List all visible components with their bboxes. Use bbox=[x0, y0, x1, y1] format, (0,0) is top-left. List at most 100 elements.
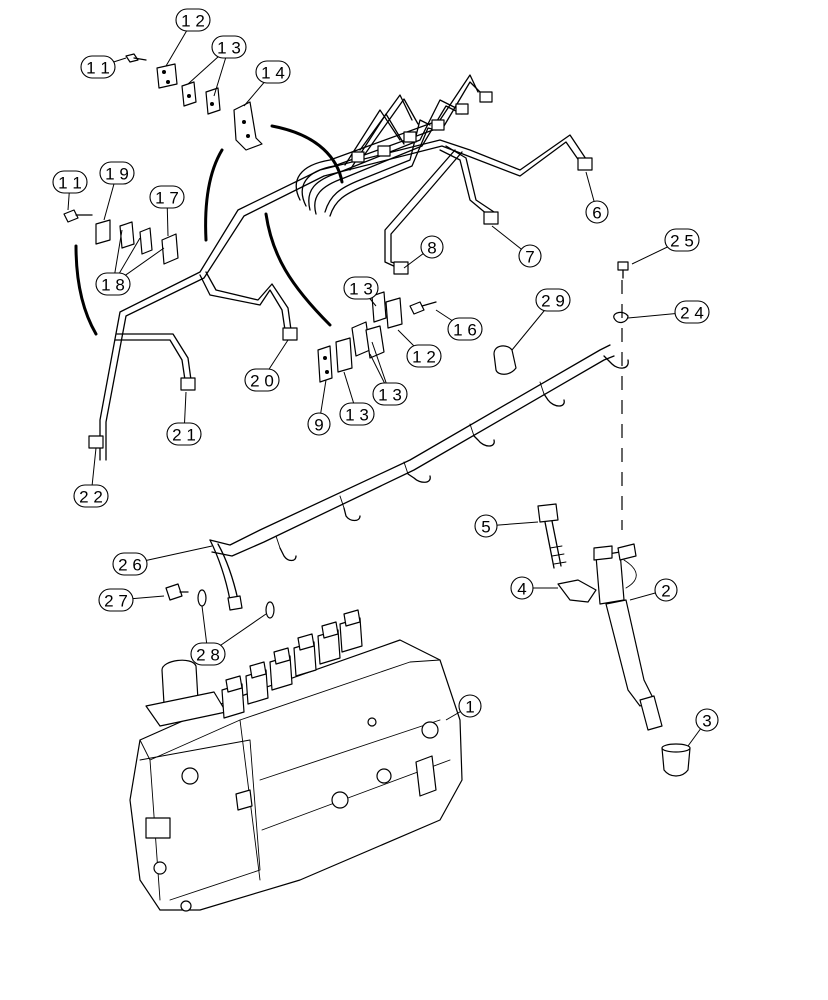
callout-number: 8 bbox=[427, 239, 436, 258]
callout-number: 2 9 bbox=[541, 292, 565, 311]
banjo-bolt-washers bbox=[165, 583, 275, 619]
callout-c18: 2 0 bbox=[244, 339, 289, 392]
callout-c29: 2 8 bbox=[190, 605, 267, 666]
callout-number: 1 3 bbox=[345, 406, 369, 425]
callout-bubble bbox=[474, 514, 498, 538]
callout-bubble bbox=[339, 402, 375, 426]
callout-bubble bbox=[372, 382, 408, 406]
callout-bubble bbox=[664, 228, 700, 252]
callout-c12: 2 5 bbox=[631, 228, 700, 265]
callout-bubble bbox=[99, 161, 135, 185]
callout-number: 2 4 bbox=[680, 304, 704, 323]
callout-bubble bbox=[695, 708, 719, 732]
callout-c22: 2 1 bbox=[166, 391, 202, 446]
callout-c31: 3 bbox=[687, 708, 719, 747]
clamp-hardware-middle bbox=[317, 261, 629, 383]
callout-number: 1 6 bbox=[453, 321, 477, 340]
callout-c20: 1 3 bbox=[339, 371, 375, 426]
callout-number: 1 9 bbox=[105, 165, 129, 184]
callout-bubble bbox=[98, 588, 134, 612]
callout-number: 1 2 bbox=[412, 348, 436, 367]
callout-bubble bbox=[307, 412, 331, 436]
callout-bubble bbox=[190, 642, 226, 666]
callout-number: 1 3 bbox=[378, 386, 402, 405]
callout-bubble bbox=[518, 244, 542, 268]
callout-c2: 1 2 bbox=[165, 8, 211, 67]
callout-c5: 1 1 bbox=[52, 170, 88, 211]
callout-bubble bbox=[406, 344, 442, 368]
callout-bubble bbox=[211, 35, 247, 59]
callout-bubble bbox=[175, 8, 211, 32]
callout-bubble bbox=[149, 185, 185, 209]
callout-number: 5 bbox=[481, 518, 490, 537]
callout-number: 3 bbox=[702, 712, 711, 731]
callout-bubble bbox=[112, 552, 148, 576]
callout-c30: 1 bbox=[445, 694, 482, 721]
callout-number: 1 3 bbox=[349, 280, 373, 299]
callout-bubble bbox=[95, 272, 131, 296]
callout-c4: 1 4 bbox=[243, 60, 291, 107]
callout-number: 2 2 bbox=[79, 488, 103, 507]
callout-c13: 2 4 bbox=[627, 300, 710, 324]
callout-number: 1 3 bbox=[217, 39, 241, 58]
callout-bubble bbox=[447, 317, 483, 341]
callout-c23: 2 2 bbox=[73, 447, 109, 508]
callout-c9: 6 bbox=[585, 171, 609, 224]
callout-c21: 9 bbox=[307, 379, 331, 436]
callout-bubble bbox=[458, 694, 482, 718]
callout-number: 1 1 bbox=[58, 174, 82, 193]
callout-c24: 5 bbox=[474, 514, 539, 538]
callout-c11: 8 bbox=[403, 235, 444, 269]
callout-number: 6 bbox=[592, 204, 601, 223]
clamp-hardware-upper bbox=[63, 53, 263, 265]
callout-number: 1 4 bbox=[261, 64, 285, 83]
callout-c15: 1 6 bbox=[435, 309, 483, 341]
callout-number: 2 6 bbox=[118, 556, 142, 575]
callout-number: 1 7 bbox=[155, 189, 179, 208]
callout-bubble bbox=[654, 578, 678, 602]
callout-c28: 2 7 bbox=[98, 588, 165, 612]
callout-bubble bbox=[420, 235, 444, 259]
callout-bubble bbox=[255, 60, 291, 84]
leak-off-rail bbox=[209, 344, 629, 611]
callout-c27: 2 bbox=[629, 578, 678, 602]
clamp-indicator-arcs bbox=[74, 124, 344, 336]
callout-number: 1 2 bbox=[181, 12, 205, 31]
callout-number: 1 bbox=[465, 698, 474, 717]
callout-bubble bbox=[166, 422, 202, 446]
callout-c1: 1 1 bbox=[80, 55, 127, 79]
callout-c26: 4 bbox=[510, 576, 558, 600]
injection-pump bbox=[129, 609, 463, 912]
callout-c19: 1 3 bbox=[369, 341, 408, 406]
callout-number: 4 bbox=[517, 580, 526, 599]
callout-c16: 2 9 bbox=[511, 288, 571, 351]
callout-number: 1 8 bbox=[101, 276, 125, 295]
injection-lines bbox=[88, 74, 593, 461]
callout-c8: 1 8 bbox=[95, 229, 165, 296]
callout-number: 9 bbox=[314, 416, 323, 435]
callout-number: 7 bbox=[525, 248, 534, 267]
callout-bubble bbox=[73, 484, 109, 508]
callout-number: 2 0 bbox=[250, 372, 274, 391]
callout-number: 2 7 bbox=[104, 592, 128, 611]
callout-c17: 1 2 bbox=[397, 329, 442, 368]
callout-bubble bbox=[535, 288, 571, 312]
callout-number: 2 8 bbox=[196, 646, 220, 665]
callout-c14: 1 3 bbox=[343, 276, 379, 307]
callout-c25: 2 6 bbox=[112, 545, 213, 576]
fuel-injector bbox=[537, 503, 691, 777]
callout-number: 1 1 bbox=[86, 59, 110, 78]
callout-bubble bbox=[510, 576, 534, 600]
callout-c6: 1 9 bbox=[99, 161, 135, 221]
callout-c10: 7 bbox=[491, 225, 542, 268]
callout-bubble bbox=[80, 55, 116, 79]
callout-c7: 1 7 bbox=[149, 185, 185, 237]
callout-c3: 1 3 bbox=[187, 35, 247, 97]
callout-number: 2 5 bbox=[670, 232, 694, 251]
callout-number: 2 bbox=[661, 582, 670, 601]
callout-bubble bbox=[674, 300, 710, 324]
callout-bubble bbox=[343, 276, 379, 300]
callout-bubble bbox=[52, 170, 88, 194]
